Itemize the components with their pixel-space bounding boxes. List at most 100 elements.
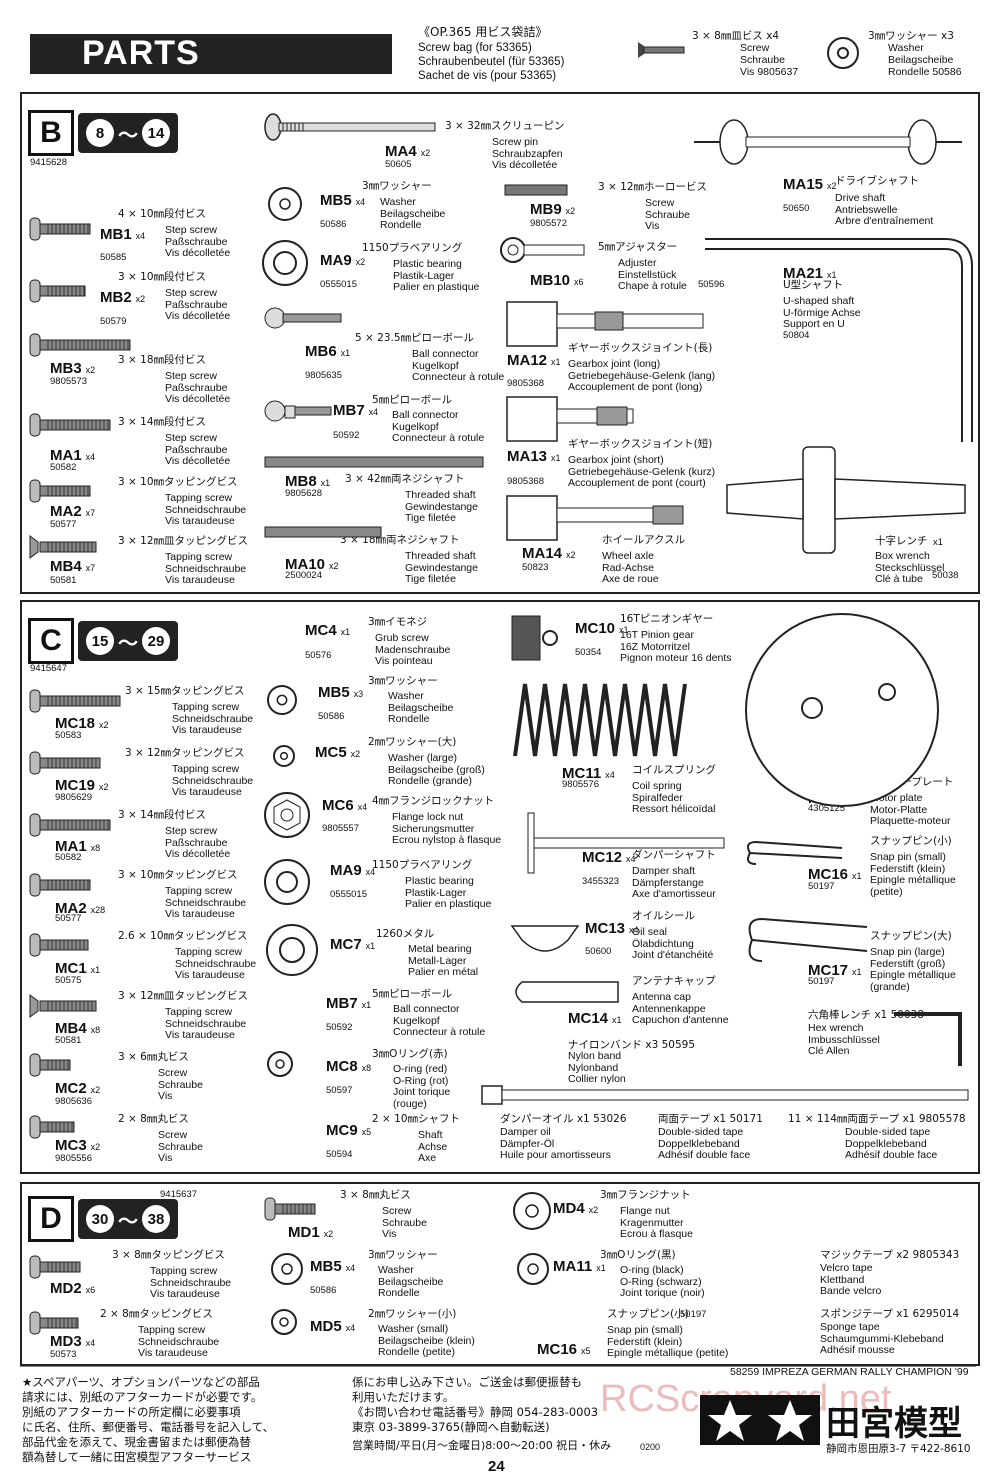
part-code-label: MC2 <box>55 1080 87 1097</box>
part-qty: x2 <box>323 1229 334 1239</box>
part-number: 50582 <box>55 852 82 863</box>
washer-icon <box>268 187 302 221</box>
extra-number: 9805578 <box>918 1113 966 1125</box>
part-code-label: MB2 <box>100 289 132 306</box>
part-qty: x1 <box>340 348 351 358</box>
part-code-label: MC10 <box>575 620 616 637</box>
part-qty: x2 <box>85 365 96 375</box>
part-name-jp: 2 × 8㎜丸ビス <box>118 1113 189 1125</box>
flange-nut-icon <box>264 792 310 838</box>
part-qty: x4 <box>135 231 146 241</box>
part-code-label: MB5 <box>318 684 350 701</box>
part-description: 16T Pinion gear 16Z Motorritzel Pignon m… <box>620 629 732 664</box>
part-number: 9805576 <box>562 779 599 790</box>
part-code-label: MC19 <box>55 777 96 794</box>
part-description: Ball connector Kugelkopf Connecteur à ro… <box>393 1003 486 1038</box>
part-qty: x8 <box>90 1025 101 1035</box>
part-code-label: MC16 <box>537 1341 578 1358</box>
section-c-header: C 15〜29 <box>28 618 178 664</box>
part-qty: x1 <box>320 478 331 488</box>
plastic-bearing-icon <box>262 240 308 286</box>
section-c-box <box>20 600 980 1174</box>
part-name-jp: 3 × 12㎜タッピングビス <box>125 747 245 759</box>
parts-title: PARTS <box>82 34 200 72</box>
extra-qty: x2 <box>896 1249 910 1261</box>
step-range: 15〜29 <box>78 621 178 661</box>
part-number: 50804 <box>783 330 810 341</box>
part-description: Oil seal Ölabdichtung Joint d'étanchéité <box>632 926 714 961</box>
part-description: Motor plate Motor-Platte Plaquette-moteu… <box>870 792 951 827</box>
part-qty: x4 <box>365 867 376 877</box>
screw-icon <box>29 413 111 437</box>
part-qty: x4 <box>355 197 366 207</box>
part-code-label: MA21 <box>783 265 824 282</box>
washer-icon <box>267 685 297 715</box>
page-number: 24 <box>488 1458 505 1475</box>
part-code-label: MB7 <box>333 402 365 419</box>
part-name-jp: 1150プラベアリング <box>372 859 473 871</box>
part-code-label: MD3 <box>50 1333 82 1350</box>
part-name-jp: 2㎜ワッシャー(小) <box>368 1308 457 1320</box>
part-code-label: MA2 <box>55 900 87 917</box>
part-number: 50596 <box>698 279 725 290</box>
extra-name-jp: 両面テープ <box>658 1113 710 1125</box>
pinion-gear-icon <box>511 615 558 661</box>
part-code-label: MB8 <box>285 473 317 490</box>
part-name-jp: 3 × 14㎜段付ビス <box>118 809 207 821</box>
part-qty: x4 <box>345 1323 356 1333</box>
part-code-label: MB4 <box>55 1020 87 1037</box>
part-number: 9805556 <box>55 1153 92 1164</box>
part-name-jp: モータープレート <box>870 776 954 788</box>
screw-icon <box>264 1197 316 1221</box>
part-qty: x7 <box>85 508 96 518</box>
part-description: Flange nut Kragenmutter Ecrou à flasque <box>620 1205 693 1240</box>
part-name-jp: 3㎜Oリング(赤) <box>372 1048 448 1060</box>
part-name-jp: 3 × 42㎜両ネジシャフト <box>345 473 465 485</box>
part-code-label: MC8 <box>326 1058 358 1075</box>
footer-hours: 営業時間/平日(月〜金曜日)8:00〜20:00 祝日・休み <box>352 1439 612 1452</box>
part-code-label: MD2 <box>50 1280 82 1297</box>
part-number: 9805636 <box>55 1096 92 1107</box>
part-description: Washer Beilagscheibe Rondelle <box>378 1264 444 1299</box>
part-code-label: MC17 <box>808 962 849 979</box>
part-qty: x7 <box>85 563 96 573</box>
part-qty: x4 <box>85 452 96 462</box>
step-from: 30 <box>86 1205 114 1233</box>
part-qty: x1 <box>551 357 561 367</box>
oil-seal-icon <box>510 925 580 952</box>
part-name-jp: ギヤーボックスジョイント(長) <box>568 342 713 354</box>
washer-icon <box>827 37 859 69</box>
part-number: 50197 <box>680 1309 707 1320</box>
part-name-jp: 十字レンチ <box>875 535 928 547</box>
part-number: 50038 <box>932 570 959 581</box>
section-d-box <box>20 1182 980 1366</box>
part-code-label: MB7 <box>326 995 358 1012</box>
step-range: 8〜14 <box>78 113 178 153</box>
gearbox-joint-long-icon <box>506 301 704 347</box>
section-letter: B <box>28 110 74 156</box>
header-screw-de: Schraube <box>740 54 785 66</box>
header-screw-fr: Vis 9805637 <box>740 66 799 78</box>
part-qty: x4 <box>85 1338 96 1348</box>
extra-name-jp: スポンジテープ <box>820 1308 893 1320</box>
adjuster-icon <box>500 237 585 263</box>
part-qty: x2 <box>420 148 431 158</box>
part-name-jp: 16Tピニオンギヤー <box>620 613 714 625</box>
screw-pin-icon <box>264 113 436 141</box>
parts-title-banner <box>30 34 392 74</box>
part-qty: x1 <box>612 1015 622 1025</box>
part-description: Plastic bearing Plastik-Lager Palier en … <box>393 258 480 293</box>
